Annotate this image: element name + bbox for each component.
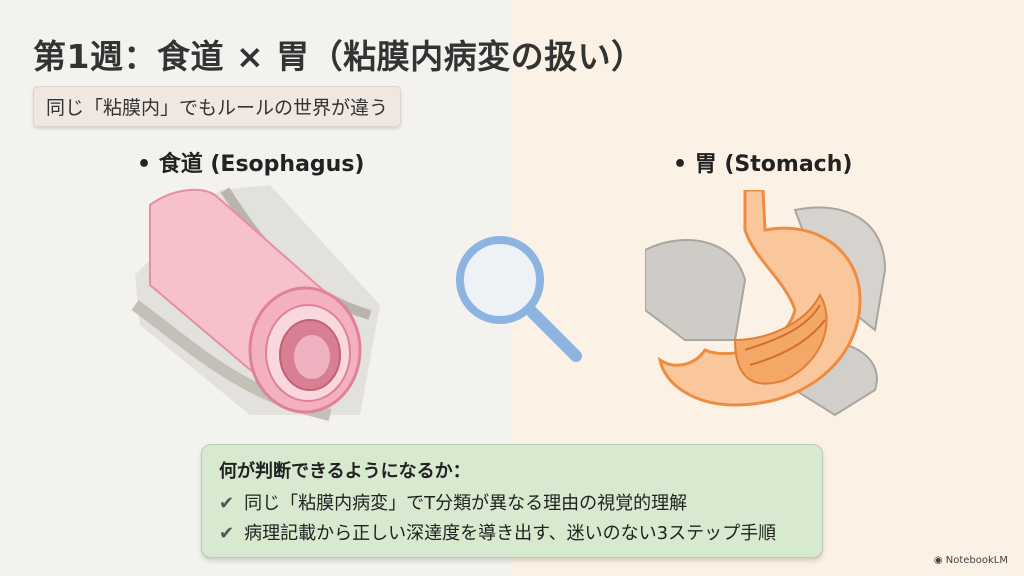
brand-text: NotebookLM <box>945 555 1008 566</box>
stomach-label: • 胃 (Stomach) <box>673 152 853 177</box>
summary-item-text: 病理記載から正しい深達度を導き出す、迷いのない3ステップ手順 <box>244 523 777 544</box>
notebooklm-watermark: ◉ NotebookLM <box>934 555 1008 566</box>
magnifier-icon <box>456 236 582 362</box>
summary-item-text: 同じ「粘膜内病変」でT分類が異なる理由の視覚的理解 <box>244 493 688 514</box>
summary-heading: 何が判断できるようになるか： <box>219 461 471 482</box>
subtitle-badge: 同じ「粘膜内」でもルールの世界が違う <box>33 86 402 127</box>
checkmark-icon: ✔ <box>219 493 235 514</box>
summary-box: 何が判断できるようになるか： ✔ 同じ「粘膜内病変」でT分類が異なる理由の視覚的理… <box>201 444 823 558</box>
slide-title: 第1週：食道 × 胃（粘膜内病変の扱い） <box>33 37 645 76</box>
summary-item: ✔ 病理記載から正しい深達度を導き出す、迷いのない3ステップ手順 <box>219 519 776 545</box>
checkmark-icon: ✔ <box>219 523 235 544</box>
summary-item: ✔ 同じ「粘膜内病変」でT分類が異なる理由の視覚的理解 <box>219 489 687 515</box>
esophagus-label: • 食道 (Esophagus) <box>137 152 365 177</box>
esophagus-illustration <box>131 185 380 421</box>
stomach-illustration <box>645 190 887 417</box>
notebooklm-logo-icon: ◉ <box>933 555 946 566</box>
